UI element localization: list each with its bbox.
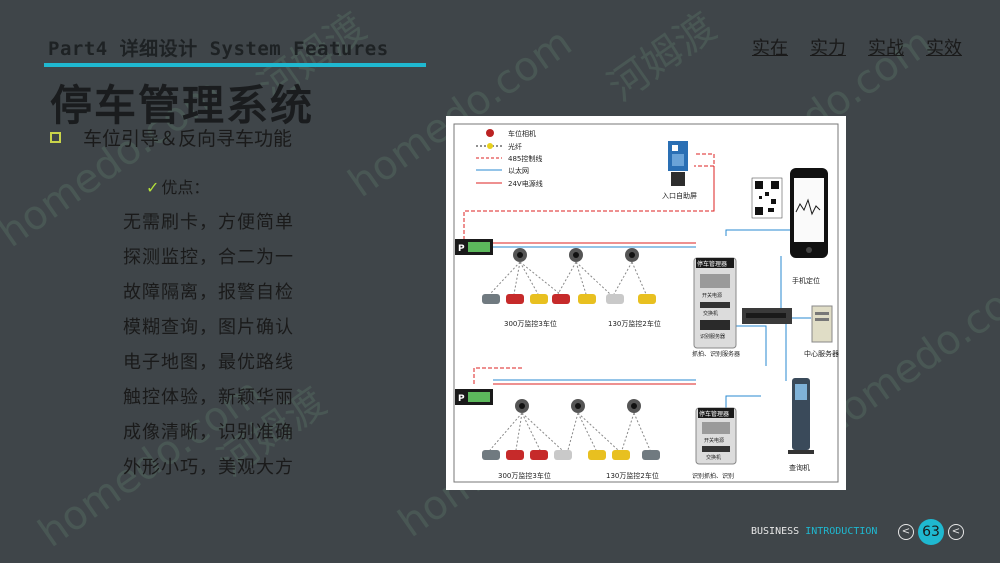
network-switch-icon (742, 308, 792, 324)
camera-icon (571, 399, 585, 413)
entrance-screen-icon: 入口自助屏 (662, 141, 697, 200)
header-rule (44, 63, 426, 67)
car-icon (530, 450, 548, 460)
svg-text:P: P (458, 244, 465, 254)
svg-text:交换机: 交换机 (703, 310, 718, 317)
car-icon (482, 450, 500, 460)
nav-item-shizai[interactable]: 实在 (752, 38, 788, 59)
legend-label: 485控制线 (508, 154, 542, 163)
list-item: 成像清晰，识别准确 (123, 422, 294, 443)
car-icon (530, 294, 548, 304)
advantages-label: 优点： (161, 178, 210, 197)
camera-icon (515, 399, 529, 413)
bullet-square-icon (50, 132, 61, 143)
header-title: Part4 详细设计 System Features (48, 38, 389, 60)
advantages-heading: ✓优点： (146, 174, 209, 198)
legend-label: 车位相机 (508, 129, 536, 138)
nav-item-shizhan[interactable]: 实战 (868, 38, 904, 59)
car-icon (506, 450, 524, 460)
pager: < 63 < (898, 519, 964, 545)
car-icon (506, 294, 524, 304)
check-icon: ✓ (146, 178, 160, 197)
svg-text:P: P (458, 394, 465, 404)
car-icon (612, 450, 630, 460)
diagram-legend: 车位相机 光纤 485控制线 以太网 24V电源线 (476, 129, 543, 188)
camera-icon (627, 399, 641, 413)
list-item: 外形小巧，美观大方 (123, 457, 294, 478)
svg-text:交换机: 交换机 (706, 454, 721, 461)
advantages-list: 无需刷卡，方便简单 探测监控，合二为一 故障隔离，报警自检 模糊查询，图片确认 … (123, 205, 294, 485)
svg-text:300万监控3车位: 300万监控3车位 (498, 471, 551, 480)
footer-tag: BUSINESS INTRODUCTION (751, 526, 877, 537)
qr-code-icon (751, 177, 783, 219)
car-icon (482, 294, 500, 304)
page-number: 63 (918, 519, 944, 545)
svg-text:300万监控3车位: 300万监控3车位 (504, 319, 557, 328)
svg-text:停车管理器: 停车管理器 (699, 410, 729, 418)
watermark: 河姆渡 (599, 4, 725, 111)
kiosk-icon: 查询机 (788, 378, 814, 472)
subtitle-text: 车位引导＆反向寻车功能 (83, 128, 293, 150)
prev-page-icon[interactable]: < (898, 524, 914, 540)
svg-text:130万监控2车位: 130万监控2车位 (608, 319, 661, 328)
svg-text:识别服务器: 识别服务器 (700, 333, 725, 340)
car-icon (588, 450, 606, 460)
nav-item-shixiao[interactable]: 实效 (926, 38, 962, 59)
svg-text:中心服务器: 中心服务器 (804, 349, 839, 358)
next-page-icon[interactable]: < (948, 524, 964, 540)
list-item: 无需刷卡，方便简单 (123, 212, 294, 233)
footer-tag-business: BUSINESS (751, 526, 806, 537)
legend-label: 24V电源线 (508, 179, 543, 188)
svg-text:130万监控2车位: 130万监控2车位 (606, 471, 659, 480)
svg-text:识别抓拍、识别: 识别抓拍、识别 (692, 472, 734, 480)
car-icon (554, 450, 572, 460)
phone-icon: 手机定位 (790, 168, 828, 285)
svg-text:开关电源: 开关电源 (704, 437, 724, 444)
svg-text:手机定位: 手机定位 (792, 276, 820, 285)
list-item: 探测监控，合二为一 (123, 247, 294, 268)
parking-manager-box: 停车管理器 开关电源 交换机 识别抓拍、识别 (692, 407, 737, 480)
svg-text:停车管理器: 停车管理器 (697, 260, 727, 268)
legend-label: 光纤 (508, 142, 522, 151)
list-item: 模糊查询，图片确认 (123, 317, 294, 338)
list-item: 电子地图，最优路线 (123, 352, 294, 373)
footer-tag-introduction: INTRODUCTION (805, 526, 878, 537)
nav-item-shili[interactable]: 实力 (810, 38, 846, 59)
page-title: 停车管理系统 (50, 81, 315, 130)
car-icon (606, 294, 624, 304)
subtitle: 车位引导＆反向寻车功能 (50, 124, 292, 151)
list-item: 故障隔离，报警自检 (123, 282, 294, 303)
server-icon: 中心服务器 (804, 305, 839, 358)
parking-manager-box: 停车管理器 开关电源 交换机 识别服务器 抓拍、识别服务器 (692, 257, 740, 358)
svg-text:入口自助屏: 入口自助屏 (662, 191, 697, 200)
svg-text:开关电源: 开关电源 (702, 292, 722, 299)
legend-label: 以太网 (508, 166, 529, 175)
car-icon (642, 450, 660, 460)
svg-text:查询机: 查询机 (789, 463, 810, 472)
list-item: 触控体验，新颖华丽 (123, 387, 294, 408)
car-icon (578, 294, 596, 304)
car-icon (638, 294, 656, 304)
camera-icon (569, 248, 583, 262)
camera-icon (513, 248, 527, 262)
top-nav: 实在 实力 实战 实效 (752, 34, 962, 60)
camera-icon (625, 248, 639, 262)
system-diagram: 车位相机 光纤 485控制线 以太网 24V电源线 入口自助屏 手机定位 (446, 116, 846, 490)
car-icon (552, 294, 570, 304)
svg-text:抓拍、识别服务器: 抓拍、识别服务器 (692, 350, 740, 358)
